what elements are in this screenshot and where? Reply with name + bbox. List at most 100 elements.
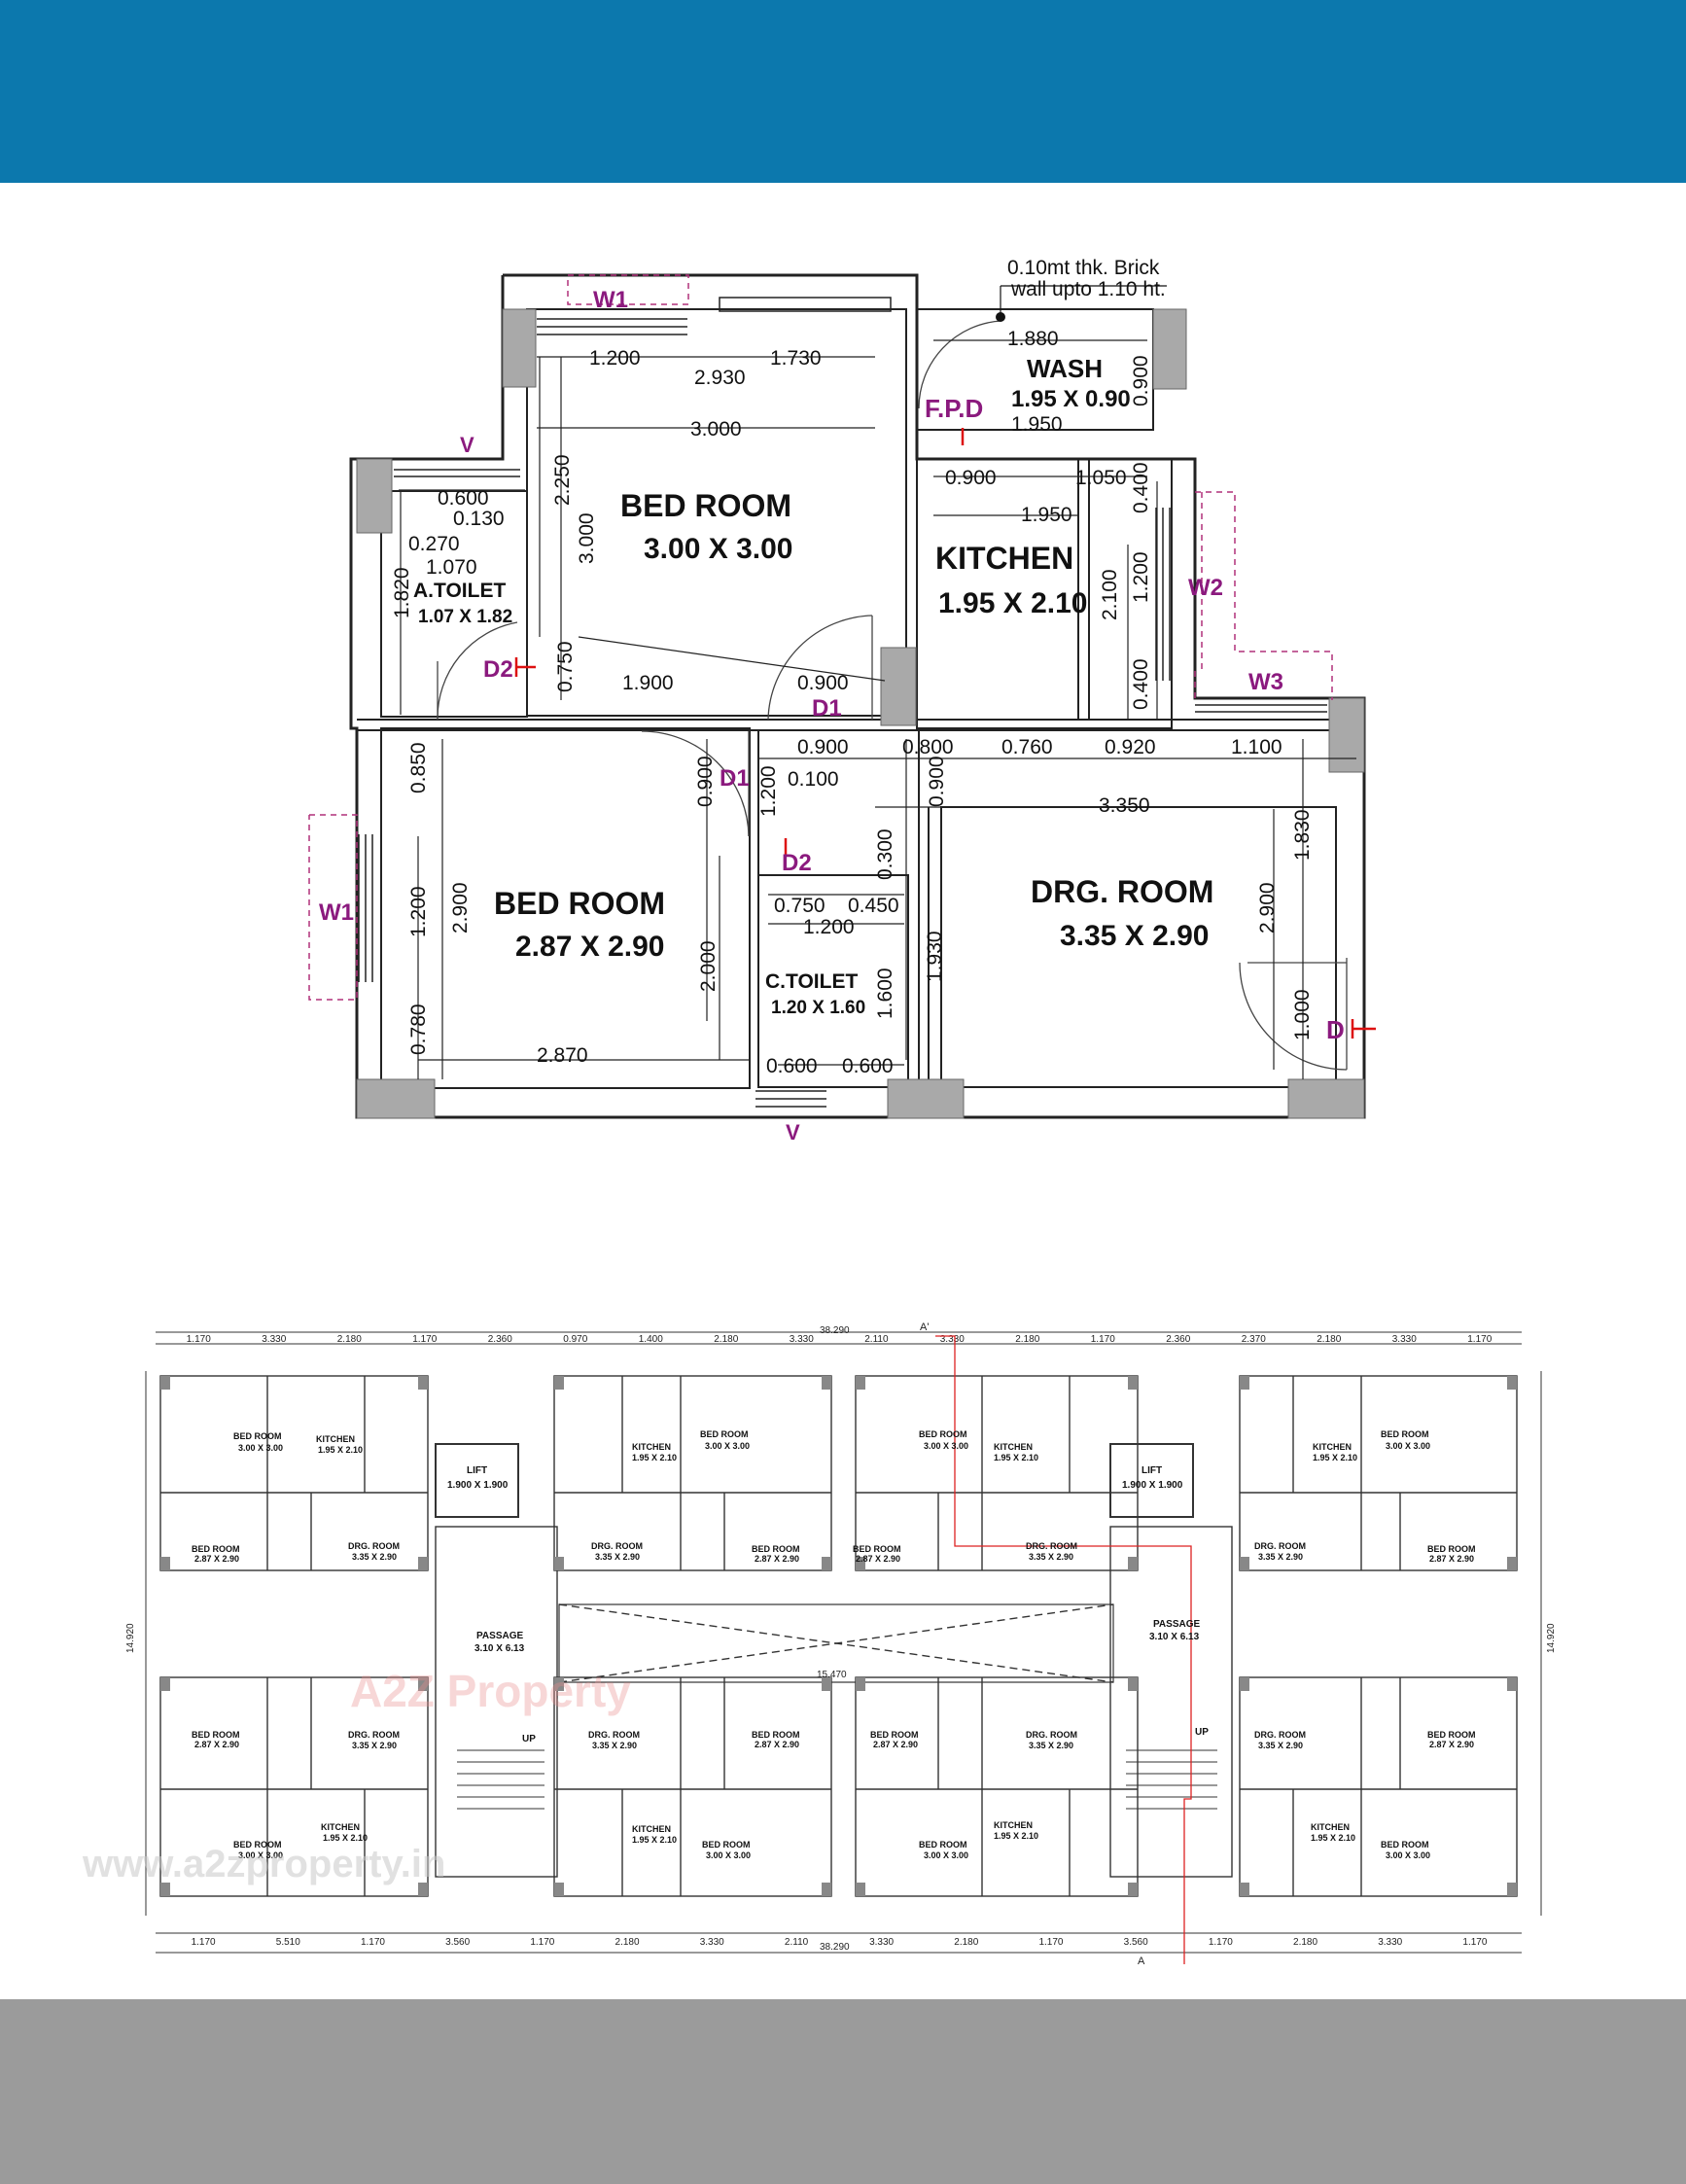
dim-text: 1.000 bbox=[1291, 989, 1314, 1040]
room-label: BED ROOM bbox=[1381, 1429, 1429, 1439]
tag-w2: W2 bbox=[1188, 575, 1223, 601]
room-label: DRG. ROOM bbox=[591, 1541, 643, 1551]
room-size: 2.87 X 2.90 bbox=[1429, 1554, 1474, 1564]
total-width-bottom: 38.290 bbox=[820, 1942, 850, 1953]
dim-text: 0.600 bbox=[766, 1055, 818, 1077]
overall-dim-text: 1.170 bbox=[1467, 1334, 1492, 1345]
mid-width: 15.470 bbox=[817, 1670, 847, 1680]
dim-text: 2.900 bbox=[1256, 882, 1279, 933]
room-label: KITCHEN bbox=[994, 1442, 1033, 1452]
overall-dim-text: 1.170 bbox=[412, 1334, 437, 1345]
dim-text: 1.950 bbox=[1011, 413, 1063, 436]
passage-label: PASSAGE bbox=[476, 1631, 523, 1641]
column bbox=[356, 458, 393, 534]
room-bed2-size: 2.87 X 2.90 bbox=[515, 931, 664, 963]
dim-text: 0.900 bbox=[1130, 355, 1152, 406]
room-label: BED ROOM bbox=[752, 1730, 800, 1740]
total-width-top: 38.290 bbox=[820, 1325, 850, 1336]
overall-dim-text: 3.330 bbox=[790, 1334, 814, 1345]
room-wash-size: 1.95 X 0.90 bbox=[1011, 386, 1131, 412]
room-label: BED ROOM bbox=[192, 1544, 240, 1554]
passage-size: 3.10 X 6.13 bbox=[1149, 1632, 1200, 1642]
dim-text: 0.400 bbox=[1130, 462, 1152, 513]
dim-text: 0.600 bbox=[438, 487, 489, 510]
dim-text: 0.900 bbox=[945, 467, 997, 489]
room-size: 3.00 X 3.00 bbox=[924, 1850, 968, 1860]
overall-dim-text: 3.330 bbox=[1378, 1937, 1402, 1948]
room-size: 3.00 X 3.00 bbox=[705, 1441, 750, 1451]
column bbox=[502, 308, 537, 388]
tag-d-main: D bbox=[1326, 1015, 1345, 1044]
column bbox=[1328, 697, 1365, 773]
dim-text: 1.200 bbox=[589, 347, 641, 370]
room-label: BED ROOM bbox=[1427, 1730, 1476, 1740]
room-size: 2.87 X 2.90 bbox=[755, 1740, 799, 1749]
dim-text: 0.900 bbox=[797, 672, 849, 694]
room-label: KITCHEN bbox=[321, 1822, 360, 1832]
room-size: 3.35 X 2.90 bbox=[352, 1552, 397, 1562]
dim-text: 1.830 bbox=[1291, 809, 1314, 861]
dim-text: 0.900 bbox=[797, 736, 849, 758]
room-size: 3.35 X 2.90 bbox=[352, 1741, 397, 1750]
overall-dim-text: 1.170 bbox=[1209, 1937, 1233, 1948]
section-marker-bottom: A bbox=[1138, 1955, 1145, 1964]
room-ctoilet-size: 1.20 X 1.60 bbox=[771, 998, 865, 1018]
overall-dim-text: 2.180 bbox=[615, 1937, 640, 1948]
room-size: 3.35 X 2.90 bbox=[1258, 1741, 1303, 1750]
overall-dim-text: 2.180 bbox=[337, 1334, 362, 1345]
overall-dim-text: 3.330 bbox=[262, 1334, 286, 1345]
dim-text: 3.000 bbox=[576, 512, 598, 564]
room-label: BED ROOM bbox=[233, 1840, 282, 1849]
dim-text: 1.950 bbox=[1021, 504, 1072, 526]
room-label: DRG. ROOM bbox=[1026, 1730, 1077, 1740]
room-label: KITCHEN bbox=[1311, 1822, 1350, 1832]
passage-size: 3.10 X 6.13 bbox=[474, 1643, 525, 1654]
room-size: 1.95 X 2.10 bbox=[1313, 1453, 1357, 1462]
dim-text: 0.900 bbox=[926, 756, 948, 807]
dim-text: 2.930 bbox=[694, 367, 746, 389]
column bbox=[356, 1078, 436, 1119]
dim-text: 2.870 bbox=[537, 1044, 588, 1067]
overall-dim-text: 1.170 bbox=[530, 1937, 554, 1948]
tag-v-top: V bbox=[460, 433, 474, 457]
room-label: BED ROOM bbox=[752, 1544, 800, 1554]
room-size: 2.87 X 2.90 bbox=[873, 1740, 918, 1749]
dim-text: 1.050 bbox=[1075, 467, 1127, 489]
overall-dim-text: 1.170 bbox=[192, 1937, 216, 1948]
tag-d2-atoilet: D2 bbox=[483, 656, 513, 683]
tag-w1-left: W1 bbox=[319, 899, 354, 926]
room-label: DRG. ROOM bbox=[348, 1730, 400, 1740]
dim-text: 1.930 bbox=[924, 931, 946, 982]
room-size: 2.87 X 2.90 bbox=[1429, 1740, 1474, 1749]
overall-dim-text: 2.360 bbox=[1166, 1334, 1190, 1345]
room-label: KITCHEN bbox=[316, 1434, 355, 1444]
room-label: BED ROOM bbox=[919, 1429, 967, 1439]
room-size: 3.00 X 3.00 bbox=[1386, 1850, 1430, 1860]
overall-dim-text: 2.370 bbox=[1242, 1334, 1266, 1345]
room-label: BED ROOM bbox=[919, 1840, 967, 1849]
overall-dim-text: 1.170 bbox=[1462, 1937, 1487, 1948]
overall-dim-text: 1.170 bbox=[361, 1937, 385, 1948]
room-label: DRG. ROOM bbox=[348, 1541, 400, 1551]
room-size: 1.95 X 2.10 bbox=[323, 1833, 368, 1843]
lift-size: 1.900 X 1.900 bbox=[447, 1480, 509, 1491]
dim-text: 3.350 bbox=[1099, 794, 1150, 817]
dim-text: 0.400 bbox=[1130, 658, 1152, 710]
overall-dim-text: 2.110 bbox=[785, 1937, 809, 1948]
dim-text: 1.820 bbox=[391, 567, 413, 618]
dim-text: 2.250 bbox=[551, 454, 574, 506]
dim-text: 2.000 bbox=[697, 940, 720, 992]
room-size: 3.35 X 2.90 bbox=[1029, 1741, 1073, 1750]
dim-text: 1.070 bbox=[426, 556, 477, 579]
dim-text: 0.780 bbox=[407, 1004, 430, 1055]
room-label: KITCHEN bbox=[1313, 1442, 1352, 1452]
overall-dim-text: 3.330 bbox=[700, 1937, 724, 1948]
room-label: BED ROOM bbox=[870, 1730, 919, 1740]
room-size: 3.35 X 2.90 bbox=[592, 1741, 637, 1750]
note-line-2: wall upto 1.10 ht. bbox=[1010, 278, 1166, 300]
dim-text: 0.920 bbox=[1105, 736, 1156, 758]
room-size: 3.00 X 3.00 bbox=[706, 1850, 751, 1860]
room-kitchen-name: KITCHEN bbox=[935, 541, 1073, 576]
overall-dim-text: 1.400 bbox=[639, 1334, 663, 1345]
